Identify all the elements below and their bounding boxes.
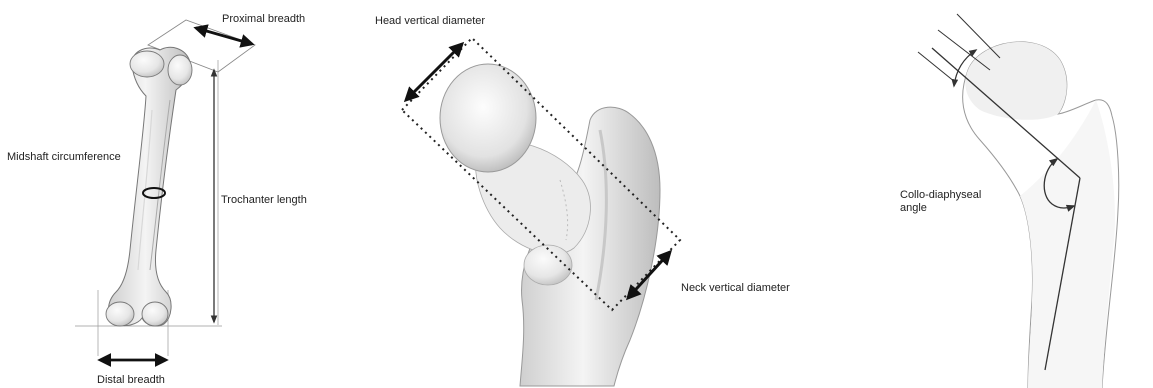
label-midshaft-circumference: Midshaft circumference xyxy=(7,151,121,164)
femur-left-illustration xyxy=(75,20,255,360)
femur-proximal-illustration xyxy=(402,38,680,386)
label-head-vertical-diameter: Head vertical diameter xyxy=(375,15,485,28)
label-distal-breadth: Distal breadth xyxy=(97,374,165,387)
label-neck-vertical-diameter: Neck vertical diameter xyxy=(681,282,790,295)
label-proximal-breadth: Proximal breadth xyxy=(222,13,305,26)
label-trochanter-length: Trochanter length xyxy=(221,194,307,207)
label-collo-diaphyseal-angle: Collo-diaphyseal angle xyxy=(900,189,990,215)
